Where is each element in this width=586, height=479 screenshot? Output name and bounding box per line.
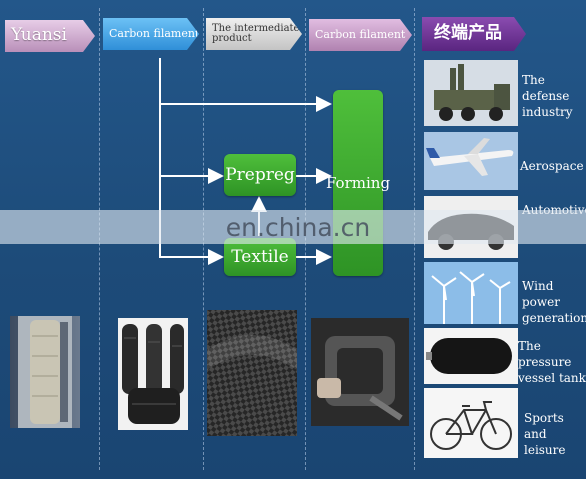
stage-carbon-filament-product: Carbon filament [309,19,412,51]
application-defense-image [424,60,518,126]
forming-label: Forming [325,174,391,192]
stage-label: Carbon filament [315,28,406,42]
application-pressure-vessel-label: The pressure vessel tank [518,339,586,386]
forming-box: Forming [326,90,390,276]
prepreg-label: Prepreg [225,165,295,185]
wind-turbine-icon [424,262,518,324]
application-sports-label: Sports and leisure [524,411,566,458]
textile-label: Textile [231,247,289,267]
stage-end-products: 终端产品 [422,17,526,51]
watermark-text: en.china.cn [225,212,371,242]
stage-carbon-filament: Carbon filament [103,18,199,50]
military-truck-icon [424,60,518,126]
carbon-fabric-image [207,310,297,436]
pressure-tank-icon [424,328,518,384]
formed-part-image [311,318,409,426]
prepreg-box: Prepreg [224,154,296,196]
stage-label: The intermediate product [212,22,300,44]
application-aerospace-label: Aerospace [520,159,584,173]
application-aerospace-image [424,132,518,190]
application-pressure-vessel-image [424,328,518,384]
bicycle-icon [424,388,518,458]
watermark-band: en.china.cn [0,210,586,244]
stage-label: 终端产品 [434,23,502,44]
raw-fiber-spool-image [10,316,80,428]
stage-label: Yuansi [11,25,67,46]
application-wind-image [424,262,518,324]
airplane-icon [424,132,518,190]
application-defense-label: The defense industry [522,73,573,120]
stage-yuansi: Yuansi [5,20,95,52]
stage-label: Carbon filament [109,27,200,41]
textile-box: Textile [224,238,296,276]
carbon-fiber-bobbins-image [118,318,188,430]
stage-intermediate-product: The intermediate product [206,18,302,50]
application-wind-label: Wind power generation [522,279,586,326]
application-sports-image [424,388,518,458]
